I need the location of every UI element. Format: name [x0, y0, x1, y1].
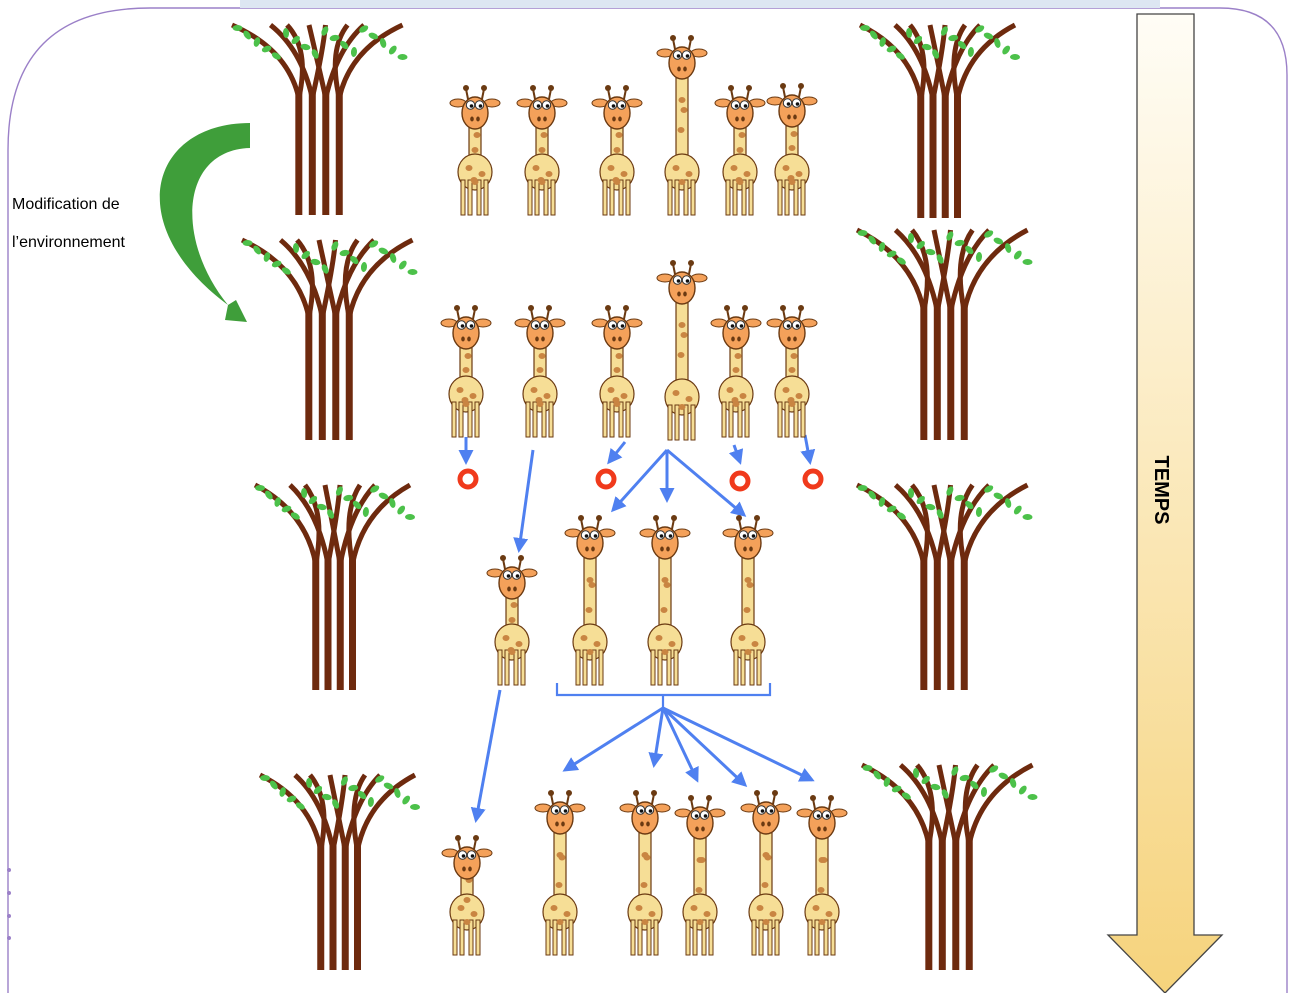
acacia-tree-icon — [240, 237, 418, 440]
giraffe-icon — [656, 34, 708, 216]
red-circle-icon — [729, 470, 751, 492]
acacia-tree-icon — [253, 482, 415, 690]
giraffe-icon — [639, 514, 691, 686]
lineage-arrows — [458, 434, 816, 823]
giraffe-icon — [486, 554, 538, 686]
acacia-tree-icon — [855, 227, 1033, 440]
giraffes-layer — [440, 34, 848, 956]
diagram-frame — [7, 7, 1288, 993]
environment-change-arrow — [159, 123, 250, 322]
giraffe-icon — [449, 84, 501, 216]
giraffe-icon — [722, 514, 774, 686]
giraffe-icon — [534, 789, 586, 956]
environment-change-label-line2: l’environnement — [12, 234, 125, 251]
giraffe-icon — [440, 304, 492, 438]
giraffe-icon — [656, 259, 708, 441]
acacia-tree-icon — [858, 22, 1020, 218]
red-circle-icon — [802, 468, 824, 490]
acacia-tree-icon — [231, 22, 408, 215]
giraffe-icon — [766, 304, 818, 438]
time-label: TEMPS — [1150, 456, 1172, 525]
giraffe-icon — [516, 84, 568, 216]
giraffe-icon — [740, 789, 792, 956]
time-arrow — [1106, 13, 1224, 994]
giraffe-icon — [591, 304, 643, 438]
trees-layer — [231, 22, 1038, 970]
giraffe-icon — [710, 304, 762, 438]
acacia-tree-icon — [855, 482, 1033, 690]
giraffe-icon — [766, 82, 818, 216]
offspring-bracket — [555, 683, 772, 708]
red-circle-icon — [457, 468, 479, 490]
red-circle-icon — [595, 468, 617, 490]
giraffe-icon — [714, 84, 766, 216]
giraffe-icon — [591, 84, 643, 216]
environment-change-label-line1: Modification de — [12, 196, 120, 213]
giraffe-icon — [564, 514, 616, 686]
giraffe-icon — [441, 834, 493, 956]
death-markers — [457, 468, 824, 492]
acacia-tree-icon — [860, 762, 1038, 970]
giraffe-icon — [619, 789, 671, 956]
giraffe-icon — [796, 794, 848, 956]
giraffe-icon — [674, 794, 726, 956]
giraffe-icon — [514, 304, 566, 438]
acacia-tree-icon — [258, 772, 420, 970]
